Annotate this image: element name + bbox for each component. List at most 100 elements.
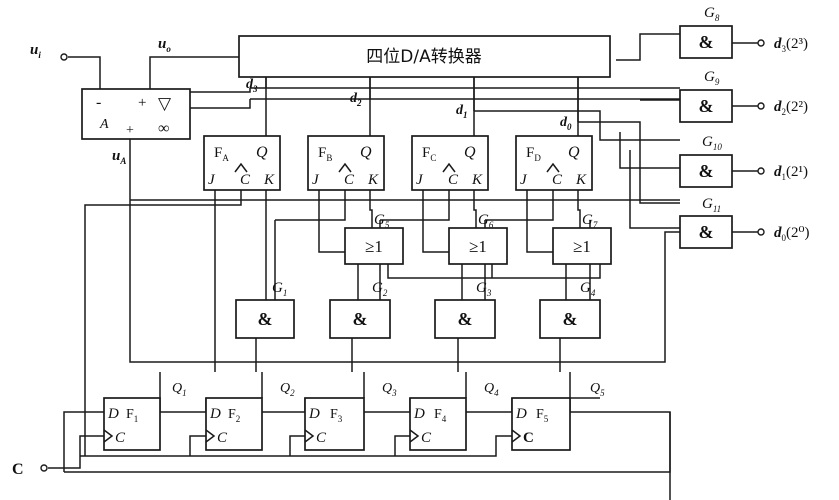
ui-label: ui — [30, 42, 41, 60]
svg-text:K: K — [367, 172, 379, 188]
d-flipflop-f3: D F3 C — [304, 397, 365, 451]
d3-output-label: d3(2³) — [774, 36, 808, 54]
comparator-triangle: ▽ — [158, 94, 172, 113]
svg-text:J: J — [416, 172, 424, 188]
d2-output-label: d2(2²) — [774, 99, 808, 117]
svg-text:D: D — [107, 406, 119, 422]
svg-text:C: C — [316, 430, 327, 446]
comparator-amp-label: A — [99, 117, 109, 132]
svg-text:G1: G1 — [272, 280, 287, 298]
comparator: - + ▽ A + ∞ — [81, 88, 191, 140]
svg-text:≥1: ≥1 — [365, 237, 383, 256]
svg-text:&: & — [699, 96, 714, 116]
svg-text:FA: FA — [214, 145, 229, 163]
jk-flipflop-b: FB Q J C K — [307, 135, 385, 191]
svg-text:C: C — [115, 430, 126, 446]
q-labels: Q1 Q2 Q3 Q4 Q5 — [172, 381, 605, 398]
svg-text:C: C — [448, 172, 459, 188]
and-gate-g3: G3 & — [434, 280, 496, 339]
q1-label: Q1 — [172, 381, 187, 398]
q4-label: Q4 — [484, 381, 499, 398]
d3-output-terminal[interactable] — [757, 39, 765, 47]
clock-terminal[interactable] — [40, 464, 48, 472]
svg-text:K: K — [263, 172, 275, 188]
uo-label: uo — [158, 36, 171, 54]
or-gate-g5: G5 ≥1 — [344, 212, 404, 265]
svg-text:F3: F3 — [330, 407, 343, 424]
svg-text:J: J — [520, 172, 528, 188]
or-gate-g6: G6 ≥1 — [448, 212, 508, 265]
q3-label: Q3 — [382, 381, 397, 398]
svg-text:&: & — [563, 309, 578, 329]
svg-text:G4: G4 — [580, 280, 596, 298]
svg-text:Q: Q — [568, 144, 580, 161]
svg-text:K: K — [471, 172, 483, 188]
svg-text:C: C — [523, 430, 534, 446]
svg-text:Q: Q — [360, 144, 372, 161]
svg-text:J: J — [312, 172, 320, 188]
svg-text:G10: G10 — [702, 134, 722, 152]
wires — [48, 33, 758, 500]
svg-text:Q: Q — [256, 144, 268, 161]
dline-label-d0: d0 — [560, 115, 572, 132]
svg-text:&: & — [699, 32, 714, 52]
dline-label-d1: d1 — [456, 103, 468, 120]
svg-text:C: C — [344, 172, 355, 188]
svg-text:Q: Q — [464, 144, 476, 161]
svg-text:G5: G5 — [374, 212, 390, 230]
svg-text:F1: F1 — [126, 407, 138, 424]
svg-text:G9: G9 — [704, 69, 720, 87]
svg-text:F5: F5 — [536, 407, 549, 424]
d-flipflop-f5: D F5 C — [511, 397, 571, 451]
svg-text:&: & — [258, 309, 273, 329]
dac-label: 四位D/A转换器 — [366, 47, 481, 67]
svg-text:D: D — [308, 406, 320, 422]
svg-text:G7: G7 — [582, 212, 598, 230]
svg-text:K: K — [575, 172, 587, 188]
svg-text:&: & — [353, 309, 368, 329]
svg-text:G11: G11 — [702, 196, 721, 214]
jk-flipflop-c: FC Q J C K — [411, 135, 489, 191]
svg-text:J: J — [208, 172, 216, 188]
svg-text:G6: G6 — [478, 212, 494, 230]
q5-label: Q5 — [590, 381, 605, 398]
jk-flipflop-d: FD Q J C K — [515, 135, 593, 191]
d2-output-terminal[interactable] — [757, 102, 765, 110]
svg-text:FB: FB — [318, 145, 332, 163]
ui-terminal[interactable] — [60, 53, 68, 61]
and-gate-g9: G9 & d2(2²) — [679, 69, 808, 123]
svg-text:≥1: ≥1 — [573, 237, 591, 256]
svg-text:FD: FD — [526, 145, 541, 163]
svg-text:G8: G8 — [704, 5, 720, 23]
or-gate-g7: G7 ≥1 — [552, 212, 612, 265]
svg-text:D: D — [515, 406, 527, 422]
d1-output-label: d1(2¹) — [774, 164, 808, 182]
svg-text:C: C — [552, 172, 563, 188]
comparator-plus-bottom: + — [126, 123, 134, 138]
svg-text:&: & — [699, 222, 714, 242]
svg-text:D: D — [413, 406, 425, 422]
svg-text:&: & — [699, 161, 714, 181]
dac-block: 四位D/A转换器 — [238, 35, 611, 78]
comparator-inf: ∞ — [158, 120, 169, 137]
and-gate-g4: G4 & — [539, 280, 601, 339]
d-flipflop-f2: D F2 C — [205, 397, 263, 451]
jk-flipflop-a: FA Q J C K — [203, 135, 281, 191]
and-gate-g2: G2 & — [329, 280, 391, 339]
d1-output-terminal[interactable] — [757, 167, 765, 175]
svg-text:F2: F2 — [228, 407, 240, 424]
d-flipflop-f4: D F4 C — [409, 397, 467, 451]
svg-text:FC: FC — [422, 145, 436, 163]
comparator-plus-top: + — [138, 95, 146, 111]
dline-label-d3: d3 — [246, 77, 258, 94]
comparator-minus: - — [96, 94, 101, 111]
ua-label: uA — [112, 148, 126, 166]
svg-text:C: C — [217, 430, 228, 446]
svg-text:&: & — [458, 309, 473, 329]
q2-label: Q2 — [280, 381, 295, 398]
signal-labels: ui uo uA C d3 d2 d1 d0 — [12, 36, 572, 478]
d0-output-terminal[interactable] — [757, 228, 765, 236]
svg-text:D: D — [209, 406, 221, 422]
d0-output-label: d0(2⁰) — [774, 225, 810, 243]
